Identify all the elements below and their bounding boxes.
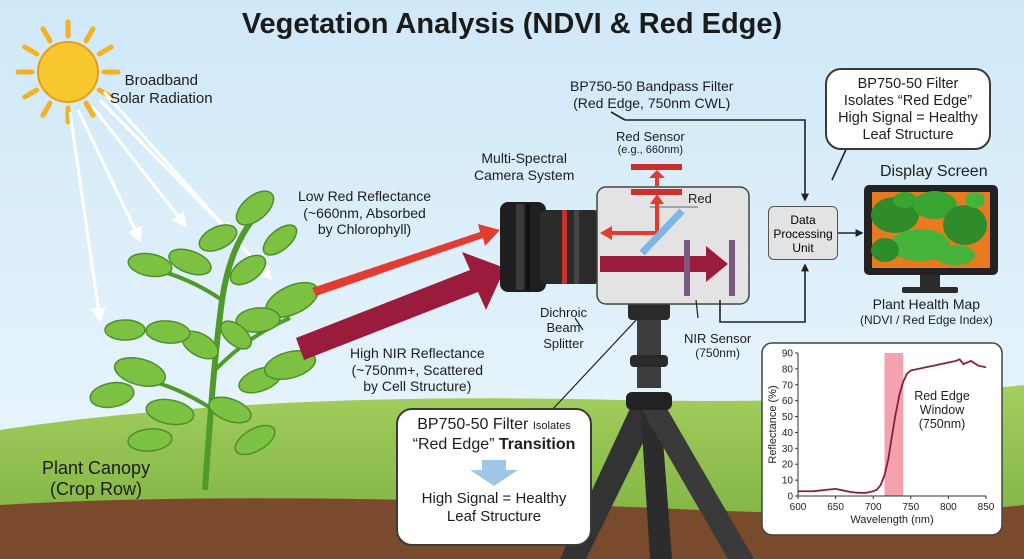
page-title: Vegetation Analysis (NDVI & Red Edge) bbox=[0, 8, 1024, 41]
x-tick-label: 650 bbox=[827, 502, 844, 513]
y-tick-label: 80 bbox=[782, 364, 794, 375]
red-edge-window-annotation: Red Edge bbox=[914, 389, 970, 403]
camera-lens bbox=[500, 202, 600, 292]
x-tick-label: 700 bbox=[865, 502, 882, 513]
y-tick-label: 70 bbox=[782, 380, 794, 391]
nir-sensor-label: NIR Sensor(750nm) bbox=[684, 331, 751, 360]
x-tick-label: 850 bbox=[978, 502, 995, 513]
x-tick-label: 600 bbox=[790, 502, 807, 513]
red-edge-window-annotation: (750nm) bbox=[919, 417, 966, 431]
red-channel-label: Red bbox=[688, 191, 712, 206]
y-tick-label: 40 bbox=[782, 428, 794, 439]
y-tick-label: 10 bbox=[782, 476, 794, 487]
y-axis-label: Reflectance (%) bbox=[767, 385, 779, 463]
y-tick-label: 0 bbox=[787, 492, 793, 503]
nir-sensor-plate bbox=[729, 240, 735, 296]
display-screen-label: Display Screen bbox=[880, 163, 988, 182]
plant-health-map-label: Plant Health Map(NDVI / Red Edge Index) bbox=[860, 296, 993, 327]
y-tick-label: 30 bbox=[782, 444, 794, 455]
camera-body bbox=[597, 187, 749, 304]
y-tick-label: 90 bbox=[782, 349, 794, 360]
x-tick-label: 800 bbox=[940, 502, 957, 513]
down-arrow-icon bbox=[464, 458, 524, 488]
red-sensor-plate bbox=[631, 189, 682, 195]
bandpass-filter-plate bbox=[631, 164, 682, 170]
red-edge-callout-bottom: BP750-50 Filter Isolates “Red Edge” Tran… bbox=[396, 408, 592, 546]
y-tick-label: 50 bbox=[782, 412, 794, 423]
red-sensor-label: Red Sensor(e.g., 660nm) bbox=[616, 129, 685, 157]
x-axis-label: Wavelength (nm) bbox=[850, 514, 933, 526]
nir-filter-plate bbox=[684, 240, 690, 296]
callout-line-2: “Red Edge” Transition bbox=[398, 436, 590, 454]
callout-line-1: BP750-50 Filter Isolates bbox=[398, 416, 590, 434]
y-tick-label: 20 bbox=[782, 460, 794, 471]
plant-canopy-label: Plant Canopy(Crop Row) bbox=[42, 458, 150, 500]
x-tick-label: 750 bbox=[902, 502, 919, 513]
red-edge-window-annotation: Window bbox=[920, 403, 965, 417]
bandpass-filter-label: BP750-50 Bandpass Filter(Red Edge, 750nm… bbox=[570, 78, 733, 111]
y-tick-label: 60 bbox=[782, 396, 794, 407]
leaf bbox=[105, 320, 145, 340]
callout-result: High Signal = Healthy Leaf Structure bbox=[398, 490, 590, 526]
red-edge-callout-top: BP750-50 Filter Isolates “Red Edge” High… bbox=[825, 68, 991, 150]
